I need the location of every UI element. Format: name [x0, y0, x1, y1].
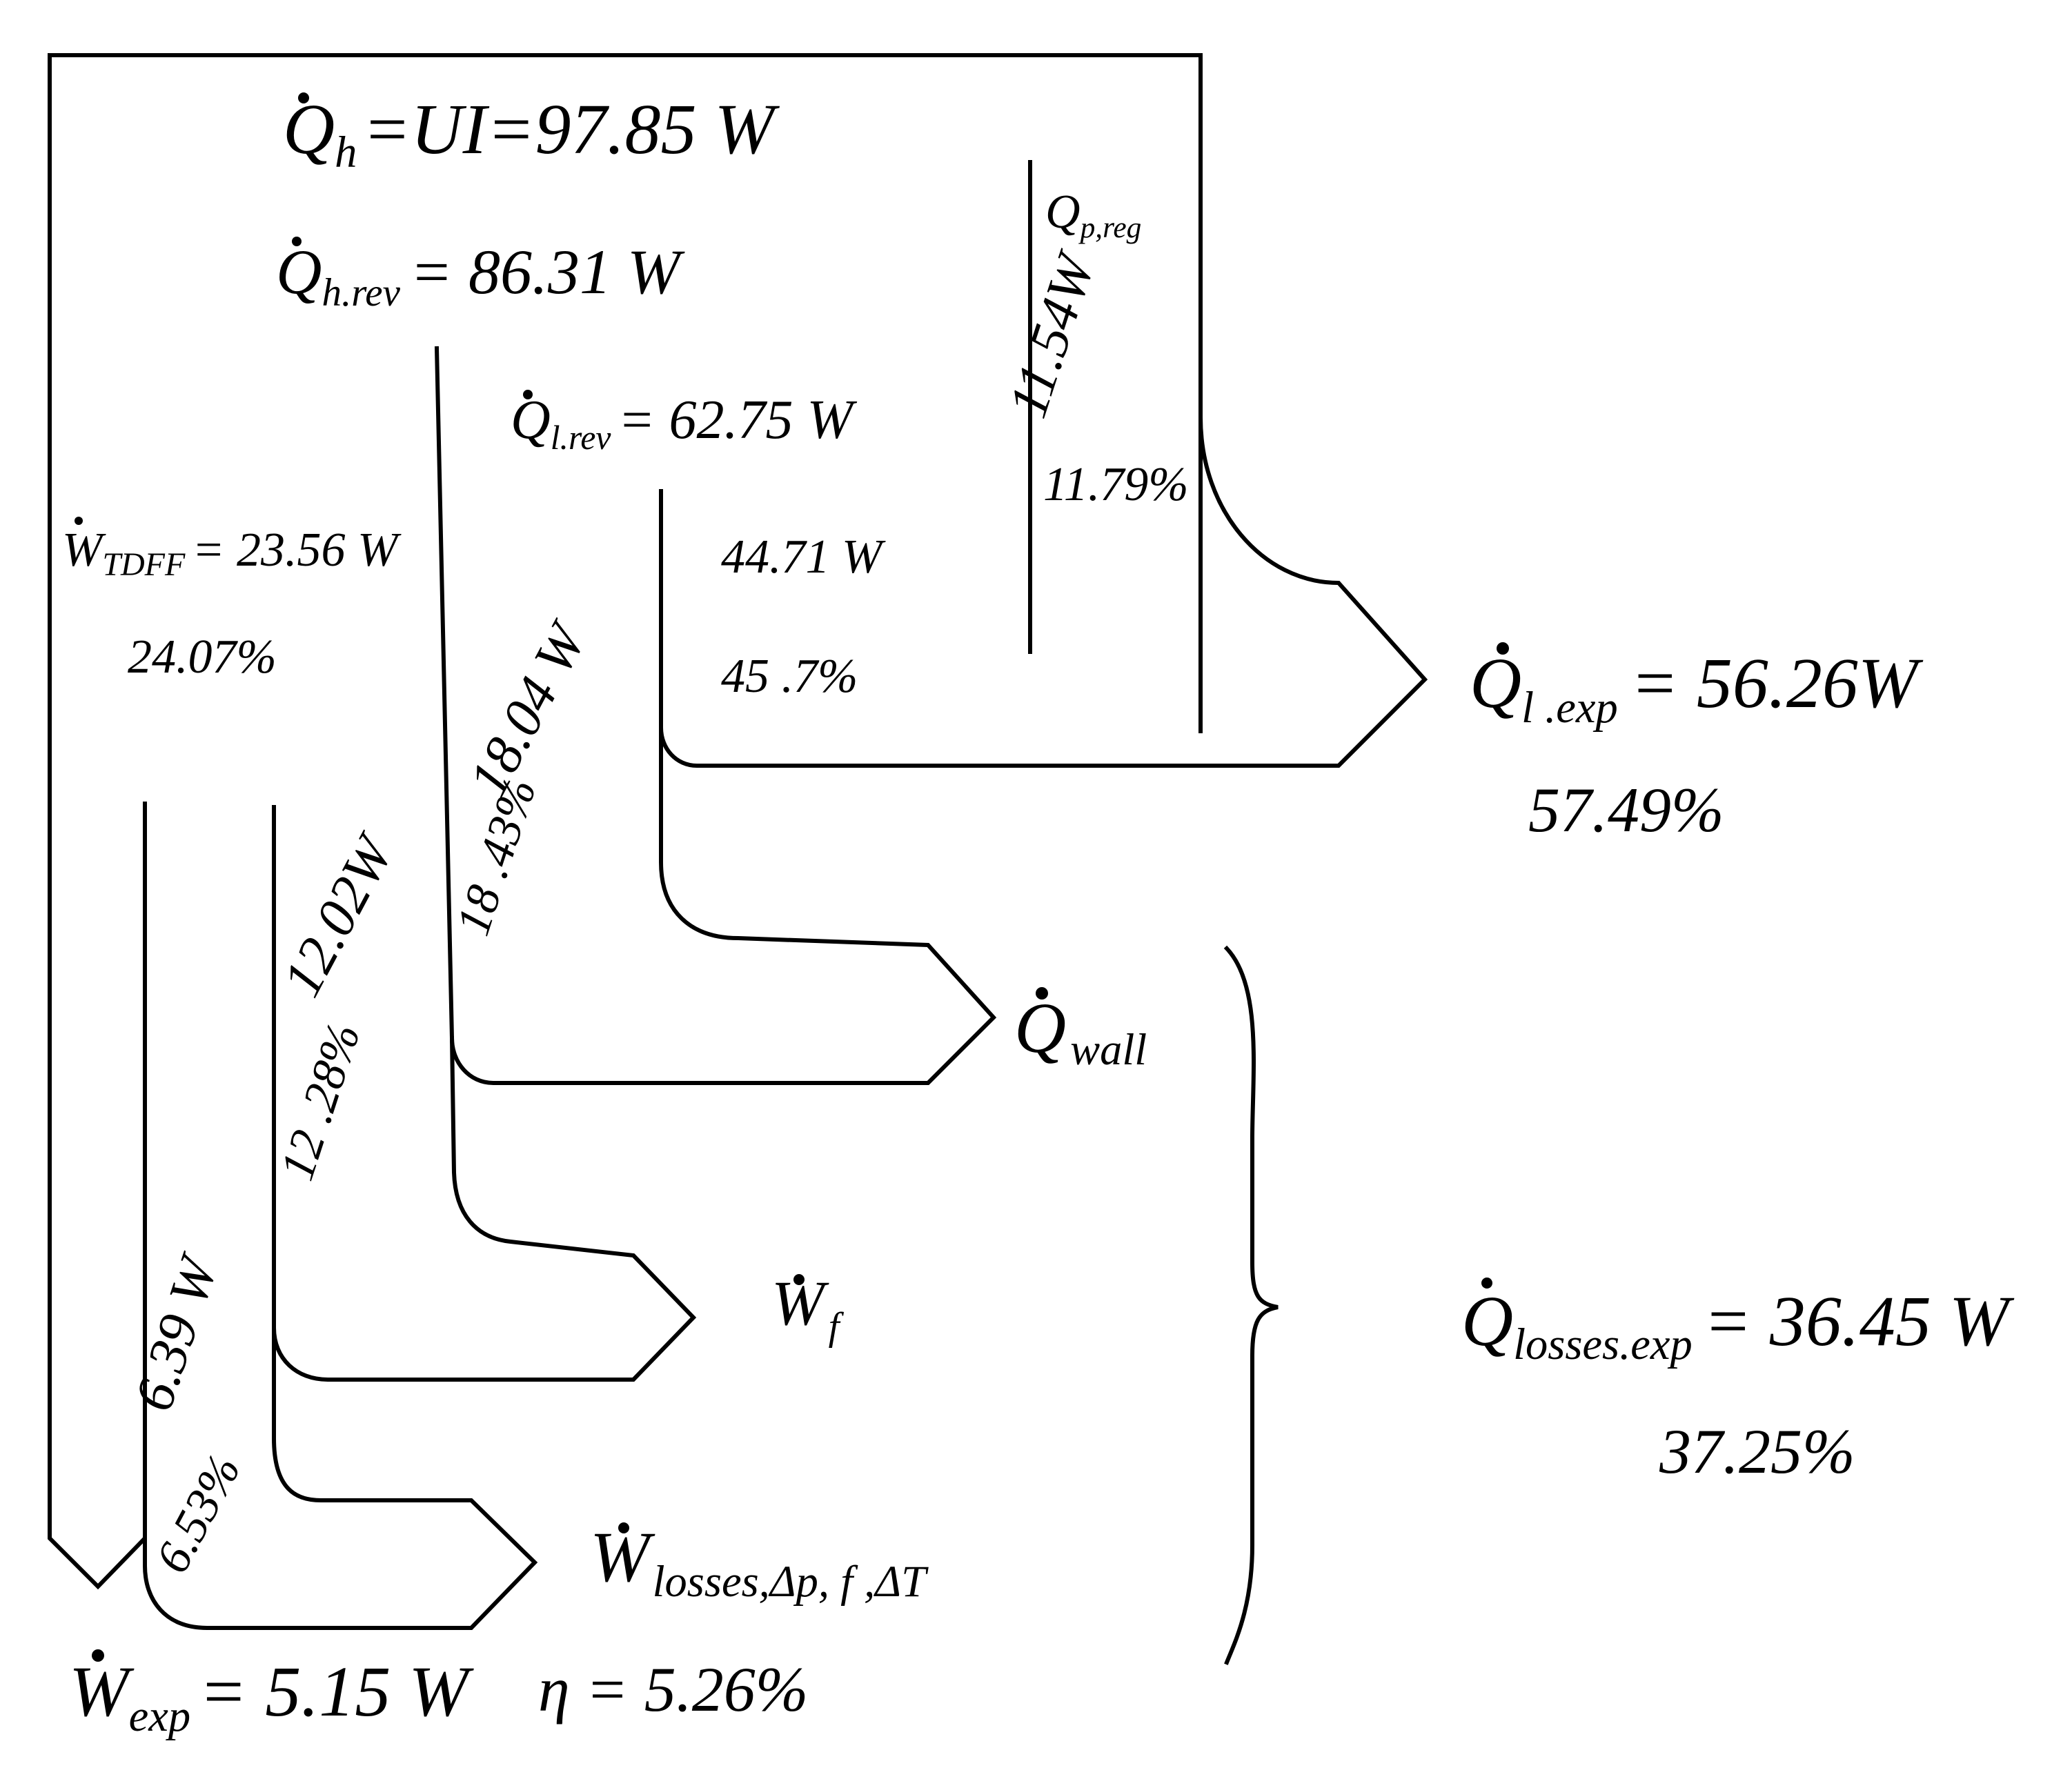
svg-text:Ql.rev= 62.75 W: Ql.rev= 62.75 W [511, 390, 857, 457]
losses-brace [1223, 945, 1279, 1665]
svg-text:Qh.rev= 86.31 W: Qh.rev= 86.31 W [276, 237, 685, 315]
q-wall-label: Qwall [1014, 987, 1147, 1074]
w-losses-value: 6.39 W [123, 1246, 230, 1418]
svg-text:Wexp= 5.15 W: Wexp= 5.15 W [69, 1652, 474, 1740]
efficiency-label: η = 5.26% [538, 1654, 808, 1725]
q-losses-label: Qlosses.exp= 36.45 W [1461, 1278, 2015, 1369]
q-h-rev-label: Qh.rev= 86.31 W [276, 237, 685, 315]
q-l-exp-label: Ql .exp= 56.26W [1470, 642, 1924, 732]
q-l-rev-line [449, 489, 997, 1085]
svg-text:Qlosses.exp= 36.45 W: Qlosses.exp= 36.45 W [1461, 1282, 2015, 1369]
q-h-rev-line [271, 346, 697, 1382]
svg-text:Wf: Wf [771, 1268, 845, 1349]
svg-text:Ql .exp= 56.26W: Ql .exp= 56.26W [1470, 644, 1924, 732]
q-l-exp-inner-value: 44.71 W [721, 530, 886, 584]
svg-text:Qh=UI=97.85 W: Qh=UI=97.85 W [283, 90, 780, 177]
w-losses-percent: 6.53% [146, 1447, 251, 1582]
w-exp-label: Wexp= 5.15 W [69, 1649, 474, 1740]
q-losses-percent: 37.25% [1659, 1416, 1855, 1487]
q-p-reg-label: Qp,reg [1045, 186, 1141, 244]
svg-text:Wlosses,Δp, f ,ΔT: Wlosses,Δp, f ,ΔT [590, 1518, 929, 1606]
w-f-value: 12.02W [271, 824, 406, 1006]
regenerator-loss-percent: 11.79% [1043, 458, 1189, 511]
regenerator-loss-value: 11.54W [997, 244, 1107, 424]
q-wall-percent: 18 .43% [446, 772, 546, 942]
w-tdff-percent: 24.07% [128, 630, 277, 684]
q-l-exp-percent: 57.49% [1528, 775, 1724, 845]
q-l-exp-arrow [658, 415, 1428, 768]
q-l-rev-label: Ql.rev= 62.75 W [511, 390, 857, 457]
svg-text:WTDFF= 23.56 W: WTDFF= 23.56 W [62, 524, 402, 583]
w-losses-label: Wlosses,Δp, f ,ΔT [590, 1518, 929, 1606]
w-f-line [143, 802, 538, 1630]
q-wall-value: 18.04 W [457, 611, 600, 806]
w-f-percent: 12 .28% [270, 1017, 371, 1186]
q-l-exp-inner-percent: 45 .7% [721, 650, 858, 703]
q-h-label: Qh=UI=97.85 W [283, 90, 780, 177]
w-tdff-label: WTDFF= 23.56 W [62, 517, 402, 583]
svg-text:Qwall: Qwall [1014, 988, 1147, 1074]
